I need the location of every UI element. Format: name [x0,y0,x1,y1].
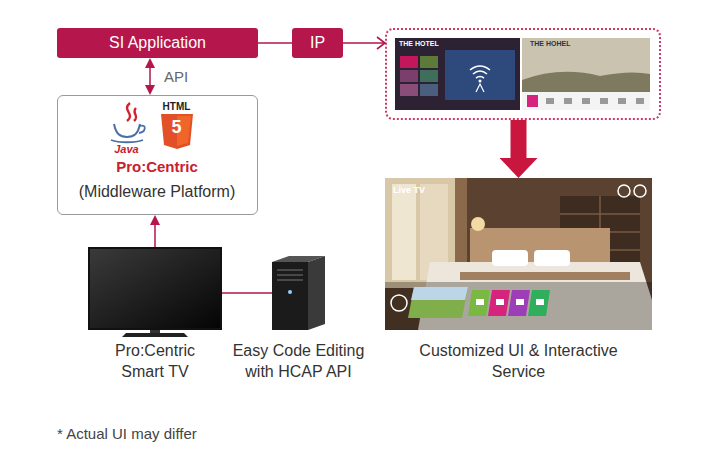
ip-box: IP [292,28,343,58]
menu-tile [400,70,418,82]
html5-shield [161,114,193,149]
hotel-menu-screenshot [395,38,520,110]
html5-logo [161,114,193,149]
box-label: IP [292,34,343,52]
room-pillow [534,250,570,266]
menu-bar [385,282,652,330]
menu-icon [516,299,524,305]
room-pillow [492,250,528,266]
server-front [272,262,308,330]
menu-tile [408,287,468,318]
menu-icon [636,98,644,104]
menu-icon [600,98,608,104]
java-steam [127,103,136,121]
menu-icon [618,98,626,104]
hotel-room-screen [385,178,652,330]
menu-icon [536,299,544,305]
menu-tile [420,56,438,68]
room-lamp [471,217,485,231]
screen-icon [618,185,630,197]
block-arrow [511,120,527,158]
logo-text: HTML [155,101,199,112]
server-led [288,290,292,294]
tv-stand [150,330,160,333]
java-logo [111,103,145,142]
wifi-icon [479,80,482,83]
menu-tile [420,84,438,96]
menu-tile [528,290,550,316]
room-window [392,184,416,280]
smart-tv: Pro:Centric Smart TV [88,247,222,330]
java-cup [111,140,143,142]
server-illustration [272,256,325,330]
screen-title: Live TV [393,185,443,195]
device-caption: Easy Code Editing with HCAP API [229,340,369,382]
menu-tile [420,70,438,82]
tv-bezel [88,247,222,330]
server-side [308,256,325,330]
device-caption: Pro:Centric Smart TV [105,340,205,382]
wifi-icon [476,84,484,92]
platform-caption: (Middleware Platform) [58,182,256,201]
menu-icon [582,98,590,104]
connector-arrow [343,42,385,44]
edge-label: API [164,68,204,86]
room-throw [460,272,630,280]
tv-stand [122,333,188,337]
wifi-icon [470,66,490,78]
ui-preview-group: THE HOTEL THE HOHEL [385,28,661,120]
tv-screen [90,249,220,328]
connector-arrow [154,225,156,247]
menu-tile [508,290,530,316]
menu-tile [400,84,418,96]
room-wall [385,178,652,330]
screen-background [522,38,650,110]
screen-background [395,38,520,110]
menu-tile [411,287,468,300]
menu-bar [522,92,650,110]
menu-icon [496,299,504,305]
menu-tile [400,56,418,68]
screen-title: THE HOTEL [399,40,459,48]
api-arrow [149,68,151,85]
si-application-box: SI Application [57,28,258,58]
menu-icon [476,299,484,305]
platform-name: Pro:Centric [58,158,256,175]
wifi-panel [445,50,515,100]
server: Easy Code Editing with HCAP API [272,256,325,330]
menu-tile [468,290,490,316]
hotel-home-screenshot [522,38,650,110]
screen-icon [634,185,646,197]
menu-icon [564,98,572,104]
server-slot [277,270,303,280]
landscape-hills [522,72,650,92]
screen-caption: Customized UI & Interactive Service [404,340,634,382]
box-label: SI Application [57,34,258,52]
screen-title: THE HOHEL [530,40,590,48]
menu-icon [546,98,554,104]
home-icon [391,295,407,311]
footnote: * Actual UI may differ [57,425,317,443]
logo-text: 5 [165,117,189,137]
java-cup [139,126,145,133]
logo-text: Java [107,143,147,155]
connector-line [222,292,272,294]
menu-tile [488,290,510,316]
menu-tile [527,95,538,107]
middleware-box: Java HTML 5Pro:Centric (Middleware Platform… [57,95,258,215]
tv-illustration [88,247,222,337]
connector-line [258,42,292,44]
hotel-ui-screen: Live TVCustomized UI & Interactive Servi… [385,178,652,330]
java-cup [114,124,140,137]
